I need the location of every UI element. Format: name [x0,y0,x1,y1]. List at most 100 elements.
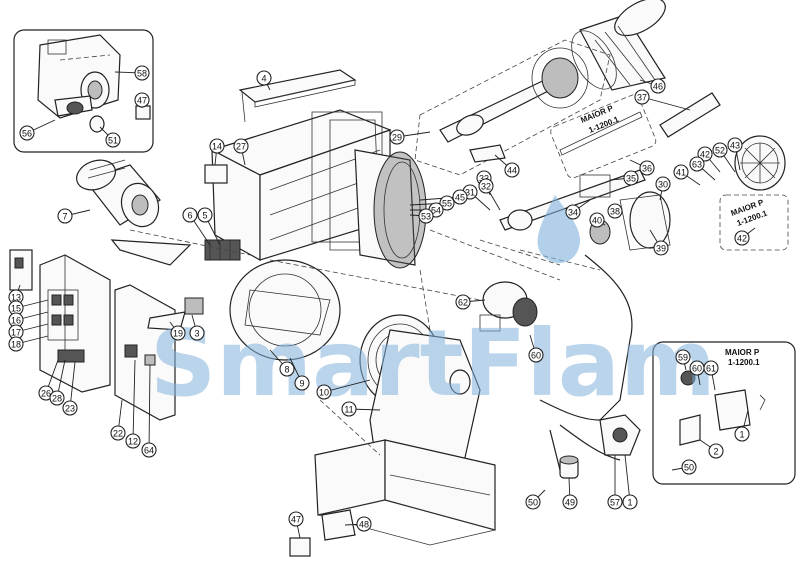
control-panel-bracket [9,249,33,291]
callout-34: 34 [565,199,591,220]
callout-circle [634,89,650,105]
electrical-box [39,254,111,393]
fan-motor [76,159,161,228]
callout-number: 16 [11,316,21,326]
callout-number: 60 [531,351,541,361]
callout-number: 38 [610,207,620,217]
nozzle-lance [439,47,589,163]
callout-circle [418,208,434,224]
callout-number: 12 [128,437,138,447]
callout-circle [562,494,578,510]
callout-number: 43 [730,141,740,151]
callout-43: 43 [727,137,743,171]
hydraulic-lines [539,254,633,471]
callout-45: 45 [419,189,468,205]
callout-number: 9 [299,379,304,389]
callout-27: 27 [233,138,249,166]
callout-leader-line [323,379,371,393]
callout-59: 59 [675,349,691,371]
callout-47: 47 [134,92,150,108]
callout-18: 18 [8,335,49,352]
label-maior-inset: MAIOR P [725,348,760,357]
callout-15: 15 [8,299,49,316]
callout-circle [356,516,372,532]
callout-number: 47 [291,515,301,525]
callout-circle [478,178,494,194]
callout-circle [316,384,332,400]
callout-circle [525,494,541,510]
callout-number: 51 [108,136,118,146]
callout-number: 35 [626,174,636,184]
callout-23: 23 [62,361,78,416]
callout-circle [105,132,121,148]
callout-number: 3 [194,329,199,339]
callout-30: 30 [655,176,671,201]
callout-2: 2 [699,439,724,459]
callout-leader-line [624,454,631,503]
callout-circle [141,442,157,458]
callout-51: 51 [99,126,121,148]
callout-number: 50 [684,463,694,473]
callout-circle [341,401,357,417]
callout-circle [565,204,581,220]
callout-57: 57 [607,455,623,510]
callout-number: 46 [653,82,663,92]
capacitor-block [204,239,241,261]
callout-circle [622,494,638,510]
callout-circle [455,294,471,310]
callout-number: 29 [392,133,402,143]
callout-19: 19 [169,321,186,341]
callout-circle [734,230,750,246]
callout-number: 1 [627,498,632,508]
callout-number: 2 [713,447,718,457]
callout-circle [189,325,205,341]
callout-49: 49 [562,477,578,510]
callout-circle [697,146,713,162]
callout-52: 52 [712,142,736,173]
callout-44: 44 [494,154,520,178]
callout-60: 60 [528,334,544,363]
callout-number: 53 [421,212,431,222]
callout-circle [233,138,249,154]
callout-circle [279,361,295,377]
fan-scroll-ring [229,259,341,361]
oil-pump-motor [479,281,538,332]
label-maior-inset-model: 1-1200.1 [728,358,760,367]
oil-filter [559,455,579,479]
callout-circle [389,129,405,145]
callout-circle [712,142,728,158]
callout-circle [125,433,141,449]
callout-36: 36 [629,159,655,176]
callout-circle [134,92,150,108]
callout-circle [294,375,310,391]
callout-number: 37 [637,93,647,103]
callout-22: 22 [110,399,126,441]
air-shutter [619,191,671,251]
callout-circle [623,170,639,186]
callout-circle [134,65,150,81]
callout-circle [607,203,623,219]
callout-circle [452,189,468,205]
watermark-text: SmartFlam [150,310,716,417]
callout-number: 44 [507,166,517,176]
callout-circle [504,162,520,178]
callout-37: 37 [634,89,691,111]
callout-12: 12 [125,359,141,449]
callout-26: 26 [38,359,59,401]
callout-circle [439,195,455,211]
callout-circle [681,459,697,475]
callout-number: 32 [481,182,491,192]
callout-number: 19 [173,329,183,339]
callout-number: 8 [284,365,289,375]
callout-56: 56 [19,119,56,141]
callout-3: 3 [189,314,205,341]
watermark: SmartFlam [150,195,716,417]
callout-35: 35 [609,170,639,186]
callout-circle [170,325,186,341]
callout-circle [528,347,544,363]
callout-1: 1 [622,454,638,510]
callout-circle [57,208,73,224]
callout-circle [653,240,669,256]
